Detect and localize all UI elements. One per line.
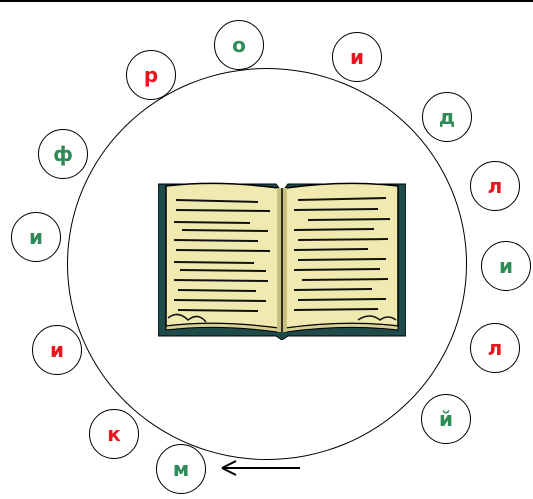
letter-circle-4[interactable]: л bbox=[470, 161, 520, 211]
letter-circle-9[interactable]: к bbox=[89, 409, 139, 459]
letter-circle-6[interactable]: л bbox=[470, 323, 520, 373]
top-divider bbox=[0, 0, 533, 2]
letter-circle-11[interactable]: и bbox=[11, 212, 61, 262]
letter-circle-12[interactable]: ф bbox=[38, 129, 88, 179]
open-book-icon bbox=[158, 178, 406, 340]
letter-circle-8[interactable]: м bbox=[156, 444, 206, 494]
letter-circle-7[interactable]: й bbox=[421, 394, 471, 444]
letter-circle-13[interactable]: р bbox=[126, 50, 176, 100]
letter-circle-5[interactable]: и bbox=[481, 241, 531, 291]
letter-circle-1[interactable]: о bbox=[214, 20, 264, 70]
letter-circle-3[interactable]: д bbox=[422, 92, 472, 142]
arrow-left-icon bbox=[218, 458, 302, 478]
letter-circle-2[interactable]: и bbox=[332, 32, 382, 82]
letter-circle-10[interactable]: и bbox=[32, 325, 82, 375]
